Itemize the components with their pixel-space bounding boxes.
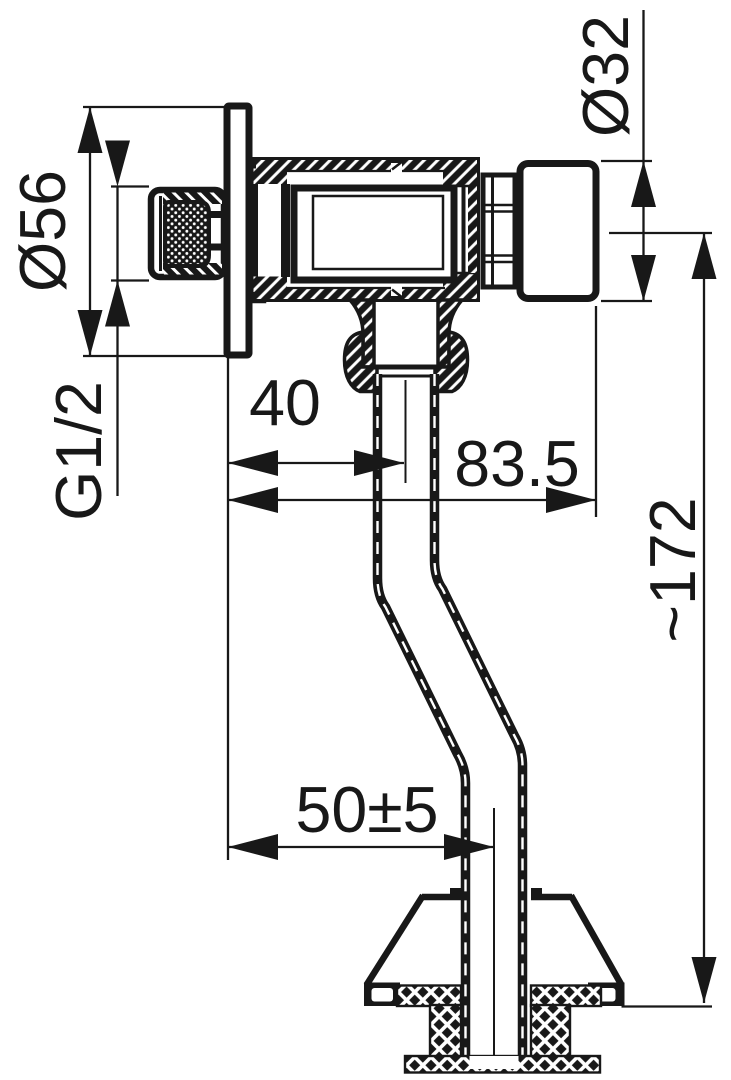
connector-shell [480,172,518,290]
label-inlet-thread: G1/2 [43,381,115,521]
dim40-arrow-left [228,450,278,476]
body-wall-top-left [256,160,391,171]
dimg12-arrow-top [105,140,130,187]
button-wall-bottom-section [163,263,222,275]
label-wall-to-outlet-axis: 50±5 [295,774,438,846]
seal-plug-right [529,1003,572,1060]
body-wall-top-mid [402,160,445,171]
dimension-labels: Ø56 G1/2 Ø32 40 83.5 50±5 ~172 [7,15,709,846]
pipe-wall-right-dash [433,374,524,1058]
dimension-arrowheads [77,107,717,1003]
seal-flange-right [529,984,603,1008]
body-boss-top-left [253,168,287,184]
outlet-nut-assembly [342,298,470,394]
pipe-wall-left-dash [376,374,467,1058]
rosette-step-left [450,888,461,897]
label-wall-to-cap-end: 83.5 [454,428,580,500]
body-rear-wall-section [468,186,477,273]
floor-rosette [363,888,625,1074]
pipe-wall-left [372,374,471,1058]
valve-body [252,157,480,302]
button-wall-top-section [163,192,222,204]
dim172-arrow-top [691,233,717,279]
dim835-arrow-left [228,487,278,513]
button-tube-wall [281,184,290,277]
rosette-cone-left [363,893,426,987]
nut-right-section [433,329,470,394]
seal-foot-pipe-hole [469,1056,519,1069]
piston-inner-line [311,194,445,271]
push-button [147,186,228,281]
dim50-arrow-right [444,834,494,860]
rosette-step-right [531,888,542,897]
body-wall-bottom-left [256,288,391,299]
body-wall-bottom-mid [402,288,445,299]
outlet-connector [480,172,518,290]
rosette-cone-right [568,893,625,987]
seal-plug-left [428,1003,463,1060]
dim40-arrow-right [354,450,404,476]
dim172-arrow-bottom [691,957,717,1003]
dimg12-arrow-bottom [105,280,130,327]
wall-flange [223,102,253,359]
label-cap-diameter: Ø32 [570,15,642,137]
dim50-arrow-left [228,834,278,860]
button-knob [163,200,211,268]
body-wall-top-right [443,160,477,186]
dim56-arrow-bottom [77,310,103,356]
dim32-arrow-bottom [631,255,656,301]
rosette-rim-left-hole [371,988,393,1002]
label-wall-to-pipe-axis: 40 [249,367,321,439]
nut-left-section [342,329,379,394]
end-cap [516,160,600,302]
button-stem-top [209,211,226,218]
body-boss-bottom-left [253,276,287,292]
piston [290,184,458,284]
body-bottom-joint [391,288,404,299]
dim835-arrow-right [546,487,596,513]
label-installation-height: ~172 [637,497,709,642]
flush-pipe [372,374,528,1058]
dim56-arrow-top [77,107,103,153]
label-flange-diameter: Ø56 [7,170,79,292]
dim32-arrow-top [631,161,656,207]
seal-flange-left [395,984,463,1008]
body-top-joint [391,160,404,171]
button-stem-bottom [209,243,226,251]
